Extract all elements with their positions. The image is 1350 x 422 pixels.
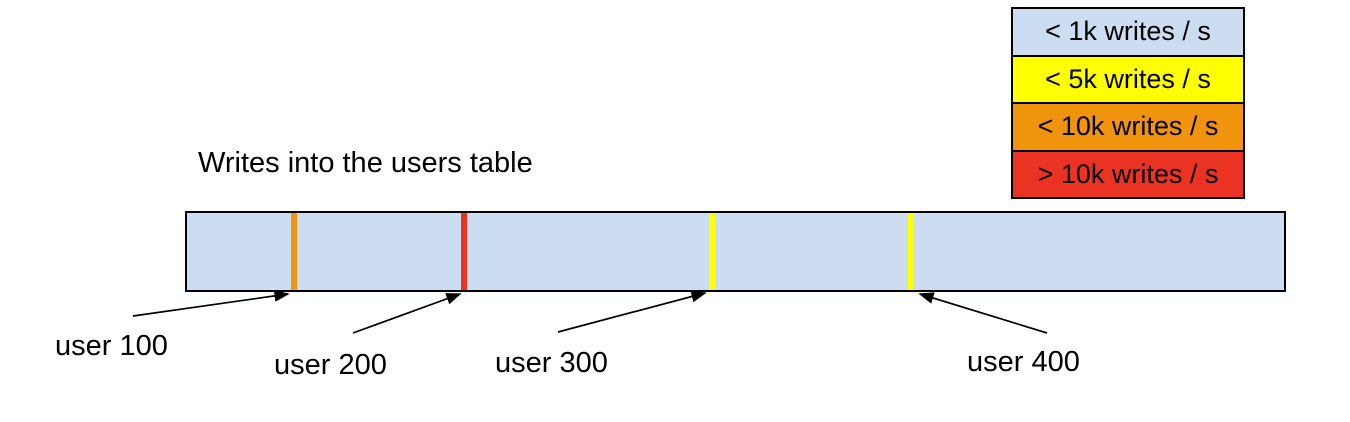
marker-label-user-300: user 300	[495, 347, 608, 379]
write-rate-marker-user-300	[709, 213, 716, 290]
arrow-user-300	[557, 290, 707, 333]
users-table-bar	[185, 211, 1286, 292]
write-rate-marker-user-400	[908, 213, 915, 290]
legend-item-lt-5k: < 5k writes / s	[1013, 56, 1243, 104]
marker-label-user-200: user 200	[274, 349, 387, 381]
marker-label-user-400: user 400	[967, 346, 1080, 378]
arrow-user-200	[352, 293, 462, 334]
legend: < 1k writes / s < 5k writes / s < 10k wr…	[1011, 7, 1245, 199]
legend-item-label: < 1k writes / s	[1045, 16, 1211, 47]
marker-label-user-100: user 100	[55, 330, 168, 362]
legend-item-label: < 5k writes / s	[1045, 63, 1211, 94]
legend-item-lt-10k: < 10k writes / s	[1013, 104, 1243, 152]
legend-item-label: < 10k writes / s	[1037, 111, 1219, 142]
diagram-title: Writes into the users table	[198, 147, 533, 179]
arrow-user-100	[132, 290, 290, 317]
write-rate-marker-user-200	[460, 213, 467, 290]
legend-item-lt-1k: < 1k writes / s	[1013, 9, 1243, 57]
legend-item-gt-10k: > 10k writes / s	[1013, 151, 1243, 197]
write-rate-marker-user-100	[290, 213, 297, 290]
arrow-user-400	[918, 292, 1048, 334]
legend-item-label: > 10k writes / s	[1037, 158, 1219, 189]
